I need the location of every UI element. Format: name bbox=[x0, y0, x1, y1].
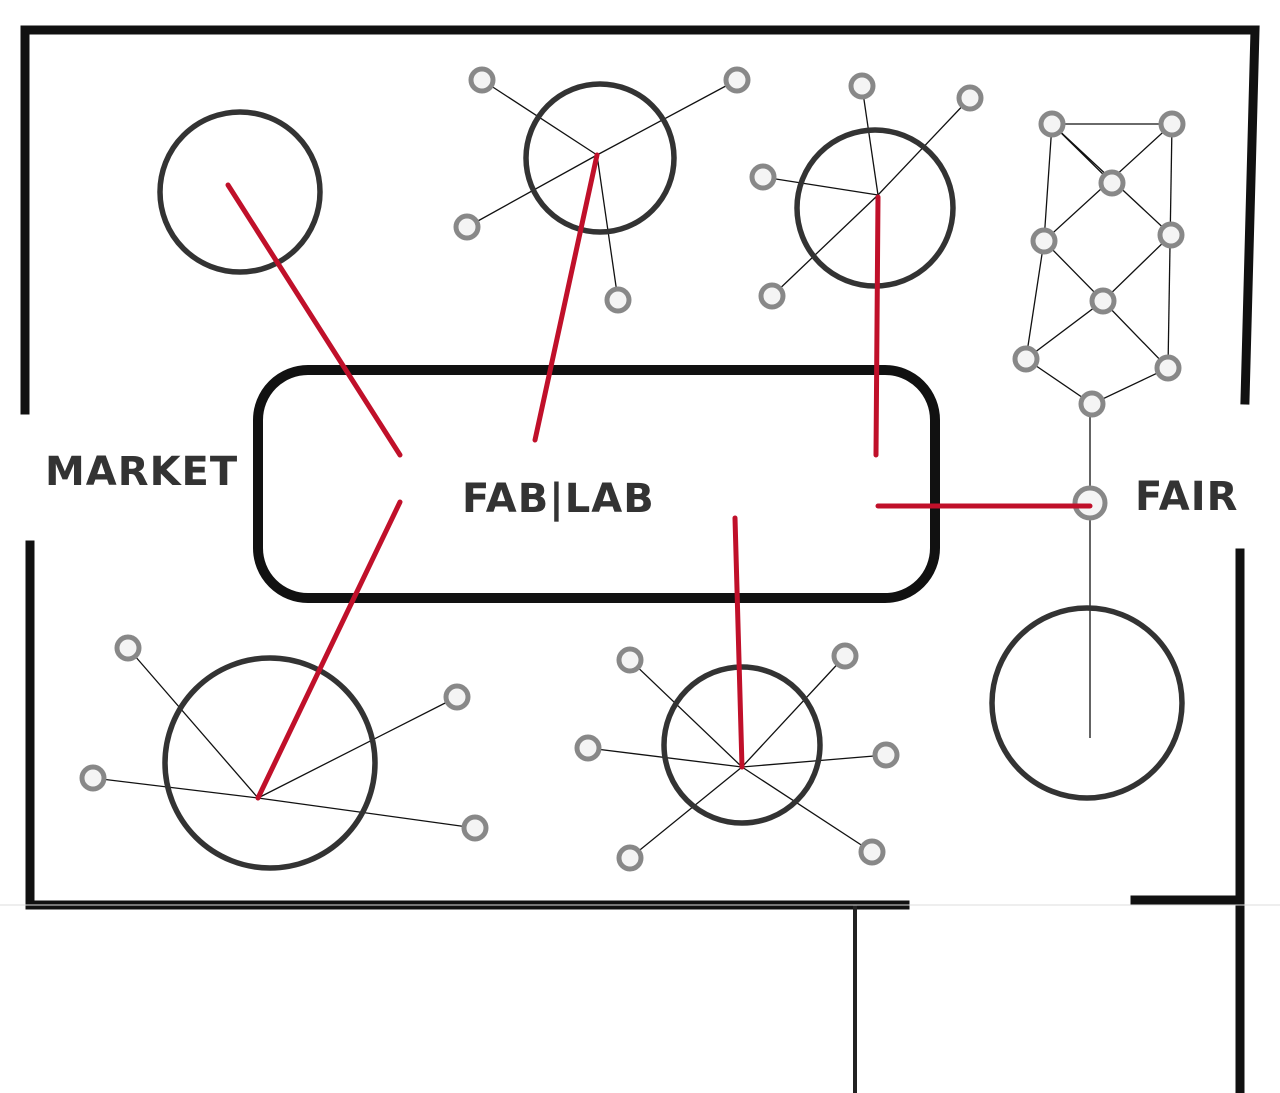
fair-label: FAIR bbox=[1135, 474, 1238, 520]
satellite-nodes bbox=[79, 66, 1186, 872]
market-label: MARKET bbox=[45, 449, 238, 495]
building-walls bbox=[0, 25, 1280, 1093]
cluster-hubs bbox=[157, 81, 1185, 871]
fablab-label: FAB|LAB bbox=[462, 476, 655, 523]
fablab-connections bbox=[225, 152, 1093, 801]
fablab-core bbox=[253, 365, 940, 603]
